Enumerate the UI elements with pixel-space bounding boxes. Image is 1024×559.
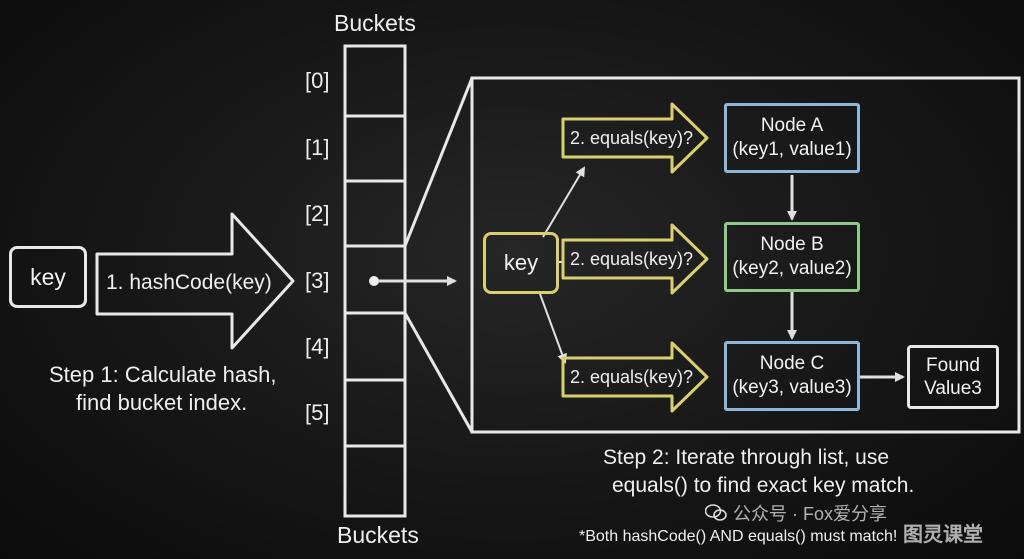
node-b-entry: (key2, value2) [732,258,852,279]
found-box: Found Value3 [907,345,999,409]
node-b-title: Node B [760,234,824,255]
watermark: 公众号 · Fox爱分享 [704,500,888,526]
key-box-label: key [30,263,66,290]
inner-key-label: key [503,250,539,275]
bucket-index-5: [5] [305,400,330,425]
watermark-logo: 图灵课堂 [903,524,983,546]
node-a-entry: (key1, value1) [732,139,852,160]
key-box: key [9,246,87,308]
node-c-title: Node C [759,353,825,374]
equals-arrow-shape-2 [561,223,709,295]
hash-arrow-shape [95,212,295,350]
buckets-label-top: Buckets [334,10,416,36]
node-a-title: Node A [760,115,824,136]
branch-arrow-bottom [539,293,567,364]
equals-arrow-shape-3 [561,341,709,413]
zoom-line-top [403,77,474,247]
step1-line-1: Step 1: Calculate hash, [49,362,277,387]
footnote: *Both hashCode() AND equals() must match… [579,528,898,545]
watermark-text: 公众号 · Fox爱分享 [733,504,888,524]
hash-arrow-label: 1. hashCode(key) [106,271,272,294]
node-c-box: Node C (key3, value3) [724,341,860,411]
bucket-index-4: [4] [305,334,330,359]
step1-line-2: find bucket index. [76,390,248,415]
found-line-2: Value3 [924,378,982,399]
wechat-icon [704,504,727,522]
step2-line-2: equals() to find exact key match. [612,474,915,497]
bucket-index-0: [0] [305,68,330,93]
buckets-label-bottom: Buckets [337,522,419,548]
node-a-box: Node A (key1, value1) [724,103,860,173]
bucket-index-2: [2] [305,201,330,226]
branch-arrow-top [542,166,586,238]
bucket-index-1: [1] [305,135,330,160]
equals-label-2: 2. equals(key)? [570,249,694,269]
detail-panel [470,76,1021,434]
equals-label-3: 2. equals(key)? [570,367,694,387]
found-line-1: Found [926,355,980,376]
step2-line-1: Step 2: Iterate through list, use [603,446,890,469]
inner-key-box: key [483,232,559,294]
equals-label-1: 2. equals(key)? [570,128,694,148]
bucket-pointer-dot [369,276,379,286]
node-b-box: Node B (key2, value2) [724,222,860,292]
equals-arrow-shape-1 [561,102,709,174]
node-c-entry: (key3, value3) [732,377,852,398]
bucket-index-3: [3] [305,268,330,293]
zoom-line-bottom [403,312,474,433]
